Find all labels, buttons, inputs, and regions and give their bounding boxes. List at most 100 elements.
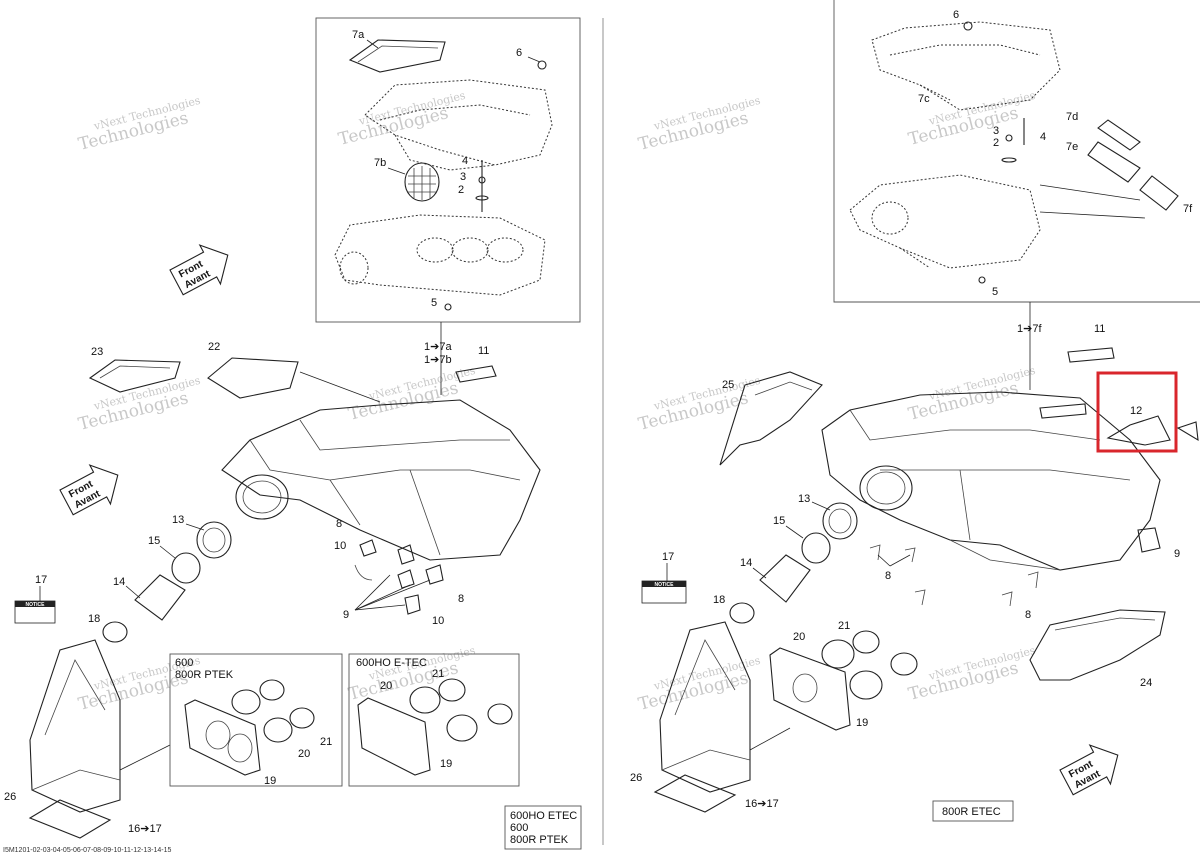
box-600-line1: 600 [175, 657, 193, 669]
r-lower-housing-shape [849, 174, 1041, 269]
r-label-19: 19 [856, 717, 868, 729]
label-14: 14 [113, 576, 125, 588]
r-label-7f: 7f [1183, 203, 1193, 215]
label-4: 4 [462, 155, 468, 167]
svg-text:NOTICE: NOTICE [655, 582, 675, 588]
airbox-main-shape [221, 399, 541, 561]
r-label-4: 4 [1040, 131, 1046, 143]
part-6-shape [537, 60, 547, 70]
r-model: 800R ETEC [942, 806, 1001, 818]
svg-text:NOTICE: NOTICE [26, 602, 46, 608]
left-model-box [504, 805, 582, 850]
label-10-b: 10 [432, 615, 444, 627]
front-arrow-3: Front Avant [1059, 744, 1119, 796]
watermarks: vNext Technologies Technologies vNext Te… [76, 89, 1037, 715]
right-model-box [932, 800, 1014, 822]
box-600ho-label-20: 20 [380, 680, 392, 692]
label-5: 5 [431, 297, 437, 309]
front-arrow-2: Front Avant [59, 464, 119, 516]
part-26-shape [28, 799, 112, 839]
r-part-12-shape [1106, 415, 1171, 446]
left-detail-box [315, 17, 581, 323]
r-label-24: 24 [1140, 677, 1152, 689]
r-airbox-main-shape [821, 391, 1161, 571]
box-600-label-19: 19 [264, 775, 276, 787]
r-label-13: 13 [798, 493, 810, 505]
r-callout-1-7f: 1➔7f [1017, 323, 1042, 335]
silencer-shape [29, 639, 121, 813]
model-line2: 600 [510, 822, 528, 834]
callout-1-7b: 1➔7b [424, 354, 452, 366]
box-600ho-label-21: 21 [432, 668, 444, 680]
label-8-b: 8 [458, 593, 464, 605]
label-9: 9 [343, 609, 349, 621]
label-26: 26 [4, 791, 16, 803]
r-label-5: 5 [992, 286, 998, 298]
part-7b-shape [404, 162, 440, 202]
r-part-24-shape [1029, 609, 1166, 681]
r-label-7e: 7e [1066, 141, 1078, 153]
label-16-17: 16➔17 [128, 823, 162, 835]
label-7a: 7a [352, 29, 365, 41]
label-22: 22 [208, 341, 220, 353]
r-label-20: 20 [793, 631, 805, 643]
r-label-12: 12 [1130, 405, 1142, 417]
r-label-7d: 7d [1066, 111, 1078, 123]
label-10-a: 10 [334, 540, 346, 552]
part-7a-shape [348, 39, 446, 73]
r-label-17: 17 [662, 551, 674, 563]
part-22-shape [207, 357, 299, 399]
box-600-line2: 800R PTEK [175, 669, 234, 681]
model-line3: 800R PTEK [510, 834, 569, 846]
box-600 [169, 653, 343, 787]
r-label-21: 21 [838, 620, 850, 632]
part-13-shape [196, 521, 232, 559]
part-23-shape [88, 359, 181, 393]
r-label-8-b: 8 [1025, 609, 1031, 621]
box-600ho-title: 600HO E-TEC [356, 657, 427, 669]
box-600ho [348, 653, 520, 787]
r-label-8-a: 8 [885, 570, 891, 582]
label-23: 23 [91, 346, 103, 358]
box-600-label-21: 21 [320, 736, 332, 748]
right-detail-box [833, 0, 1200, 303]
part-14-shape [134, 574, 186, 621]
r-label-14: 14 [740, 557, 752, 569]
label-6: 6 [516, 47, 522, 59]
part-11-shape [455, 365, 497, 383]
upper-housing-shape [364, 79, 553, 166]
label-8-a: 8 [336, 518, 342, 530]
label-13: 13 [172, 514, 184, 526]
part-18-shape [102, 621, 128, 643]
r-upper-housing-shape [871, 21, 1061, 111]
r-label-18: 18 [713, 594, 725, 606]
r-label-2: 2 [993, 137, 999, 149]
model-line1: 600HO ETEC [510, 810, 577, 822]
front-arrow-1: Front Avant [169, 244, 229, 296]
r-label-16-17: 16➔17 [745, 798, 779, 810]
label-15: 15 [148, 535, 160, 547]
box-600-label-20: 20 [298, 748, 310, 760]
label-2: 2 [458, 184, 464, 196]
lower-housing-shape [334, 214, 546, 296]
r-label-3: 3 [993, 125, 999, 137]
label-18: 18 [88, 613, 100, 625]
label-11: 11 [478, 345, 489, 357]
r-label-15: 15 [773, 515, 785, 527]
r-label-11: 11 [1094, 323, 1105, 335]
footer-code: I5M1201-02-03-04-05-06-07-08-09-10-11-12… [3, 847, 171, 854]
box-600ho-label-19: 19 [440, 758, 452, 770]
callout-1-7a: 1➔7a [424, 341, 452, 353]
left-panel: 7a 6 7b 4 3 2 5 1➔7a 1➔7b [4, 17, 582, 850]
r-label-9: 9 [1174, 548, 1180, 560]
r-label-26: 26 [630, 772, 642, 784]
r-part-25-shape [719, 371, 823, 466]
label-17: 17 [35, 574, 47, 586]
label-3: 3 [460, 171, 466, 183]
r-label-6: 6 [953, 9, 959, 21]
r-label-7c: 7c [918, 93, 930, 105]
label-7b: 7b [374, 157, 386, 169]
r-label-25: 25 [722, 379, 734, 391]
highlight-box-12 [1096, 371, 1178, 453]
